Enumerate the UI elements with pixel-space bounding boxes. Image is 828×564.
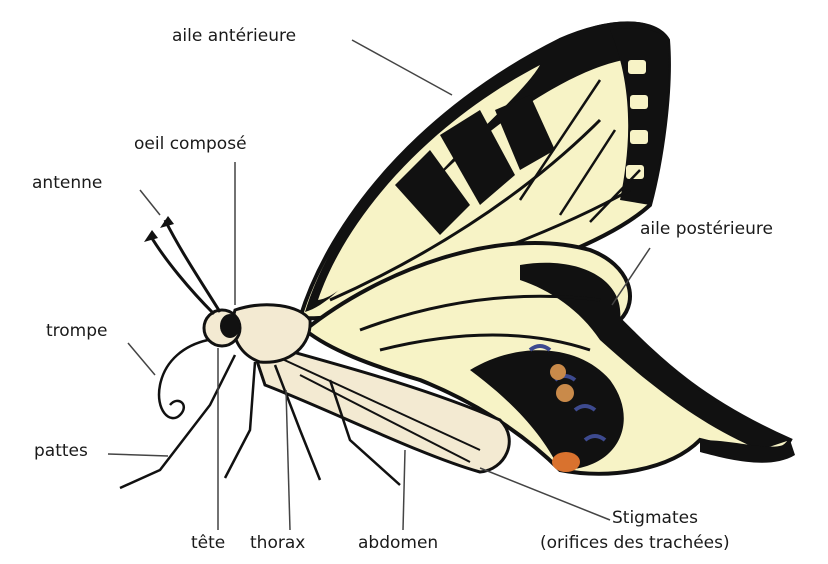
label-aile-anterieure: aile antérieure bbox=[172, 28, 296, 45]
label-aile-posterieure: aile postérieure bbox=[640, 221, 773, 238]
leader-abdomen bbox=[403, 450, 405, 530]
label-stigmates: Stigmates bbox=[612, 510, 698, 527]
leader-pattes bbox=[108, 454, 168, 456]
leader-aile-anterieure bbox=[352, 40, 452, 95]
leader-stigmates bbox=[480, 468, 610, 520]
label-thorax: thorax bbox=[250, 535, 305, 552]
label-abdomen: abdomen bbox=[358, 535, 438, 552]
label-oeil-compose: oeil composé bbox=[134, 136, 247, 153]
leader-antenne bbox=[140, 190, 160, 215]
leader-trompe bbox=[128, 343, 155, 375]
label-tete: tête bbox=[191, 535, 225, 552]
leader-thorax bbox=[286, 390, 290, 530]
label-antenne: antenne bbox=[32, 175, 102, 192]
label-trompe: trompe bbox=[46, 323, 108, 340]
label-pattes: pattes bbox=[34, 443, 88, 460]
label-stigmates-sub: (orifices des trachées) bbox=[540, 535, 730, 552]
